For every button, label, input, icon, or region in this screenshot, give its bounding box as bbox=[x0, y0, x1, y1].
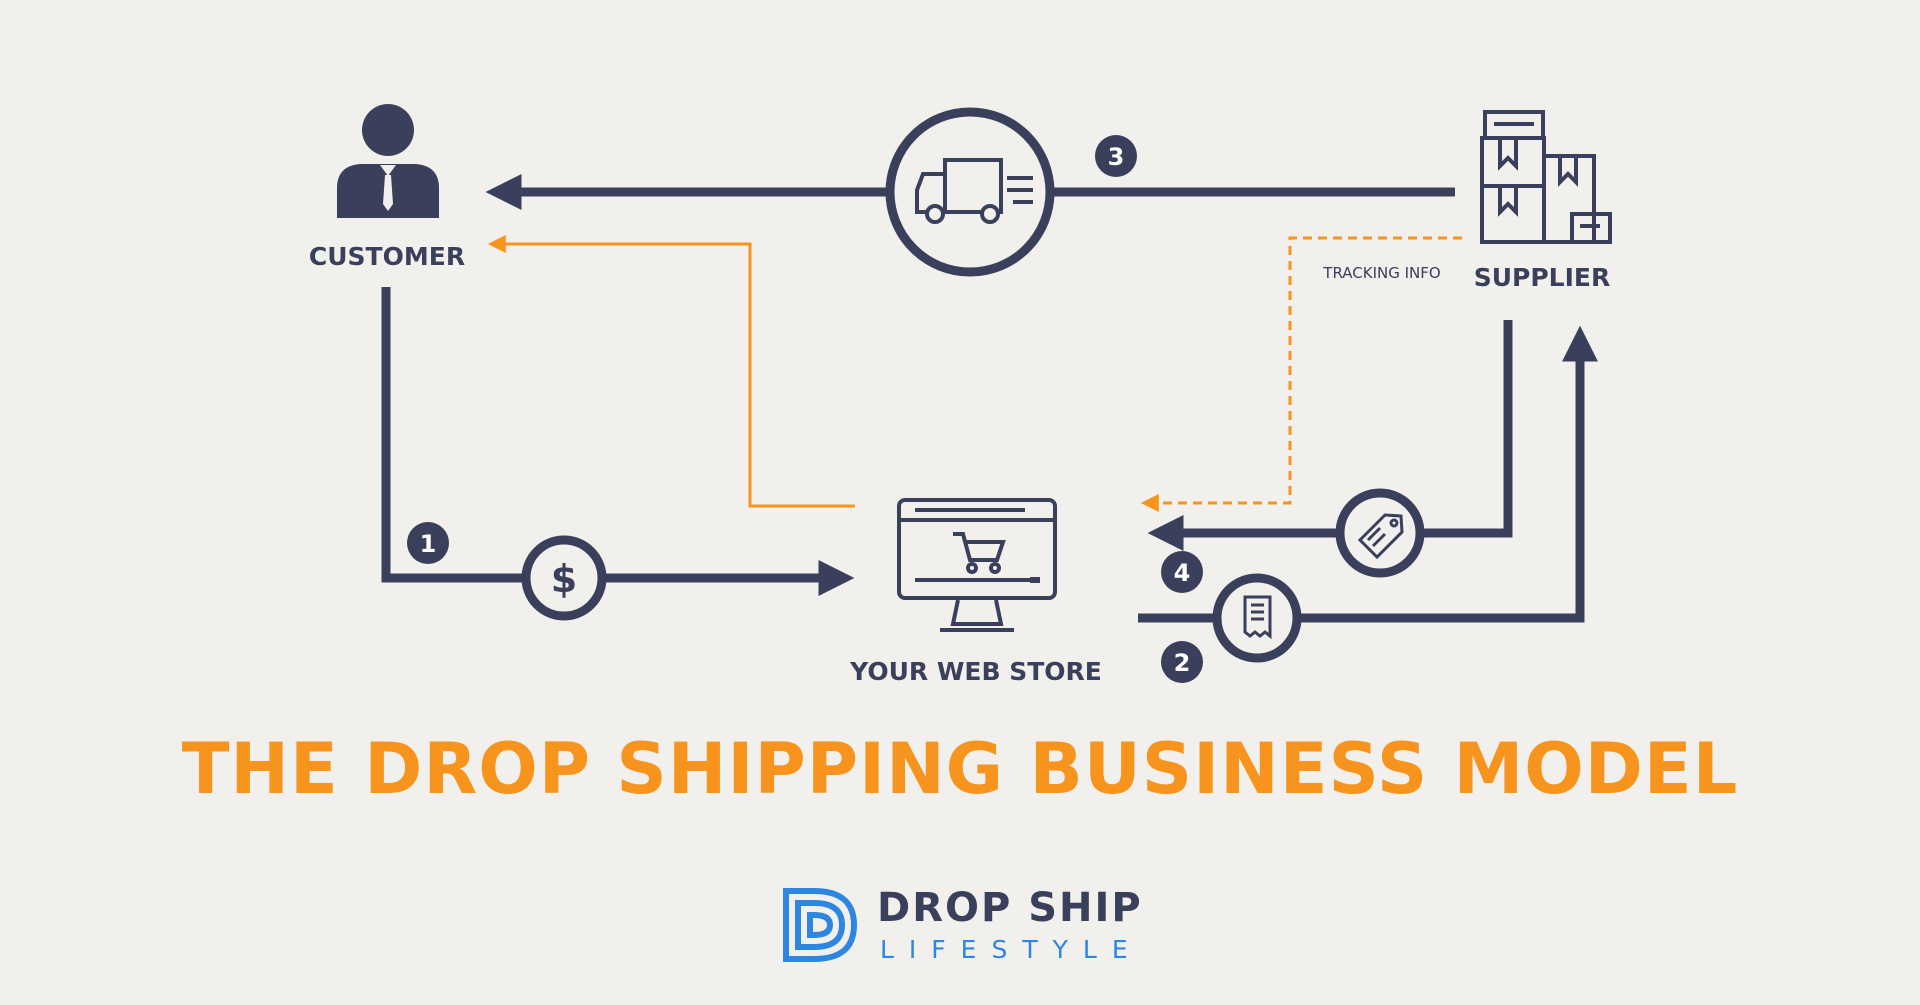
logo-mark-icon bbox=[783, 888, 858, 962]
web-store-label: YOUR WEB STORE bbox=[849, 657, 1102, 686]
price-tag-icon bbox=[1335, 488, 1425, 578]
supplier-label: SUPPLIER bbox=[1474, 263, 1611, 292]
payment-line bbox=[381, 287, 855, 596]
order-line bbox=[1138, 325, 1598, 623]
step-badge-4: 4 bbox=[1161, 551, 1203, 593]
step-badge-2: 2 bbox=[1161, 641, 1203, 683]
tracking-info-label: TRACKING INFO bbox=[1322, 264, 1440, 282]
svg-text:$: $ bbox=[551, 557, 577, 601]
dollar-icon: $ bbox=[521, 535, 607, 621]
logo-text-line1: DROP SHIP bbox=[877, 885, 1143, 931]
svg-text:4: 4 bbox=[1174, 559, 1191, 587]
receipt-icon bbox=[1212, 573, 1302, 663]
computer-cart-icon bbox=[897, 498, 1057, 632]
diagram-title: THE DROP SHIPPING BUSINESS MODEL bbox=[181, 728, 1739, 810]
logo-text-line2: LIFESTYLE bbox=[880, 935, 1143, 964]
store-to-customer-info-line bbox=[487, 235, 855, 508]
step-badge-3: 3 bbox=[1095, 135, 1137, 177]
drop-ship-lifestyle-logo: DROP SHIP LIFESTYLE bbox=[780, 885, 1160, 965]
customer-label: CUSTOMER bbox=[309, 242, 465, 271]
svg-text:3: 3 bbox=[1108, 143, 1125, 171]
invoice-line bbox=[1147, 320, 1513, 551]
tracking-info-line bbox=[1140, 236, 1462, 512]
truck-icon bbox=[885, 107, 1055, 277]
boxes-icon bbox=[1480, 110, 1612, 244]
svg-text:2: 2 bbox=[1174, 649, 1191, 677]
step-badge-1: 1 bbox=[407, 522, 449, 564]
svg-text:1: 1 bbox=[420, 530, 437, 558]
person-icon bbox=[337, 104, 439, 218]
